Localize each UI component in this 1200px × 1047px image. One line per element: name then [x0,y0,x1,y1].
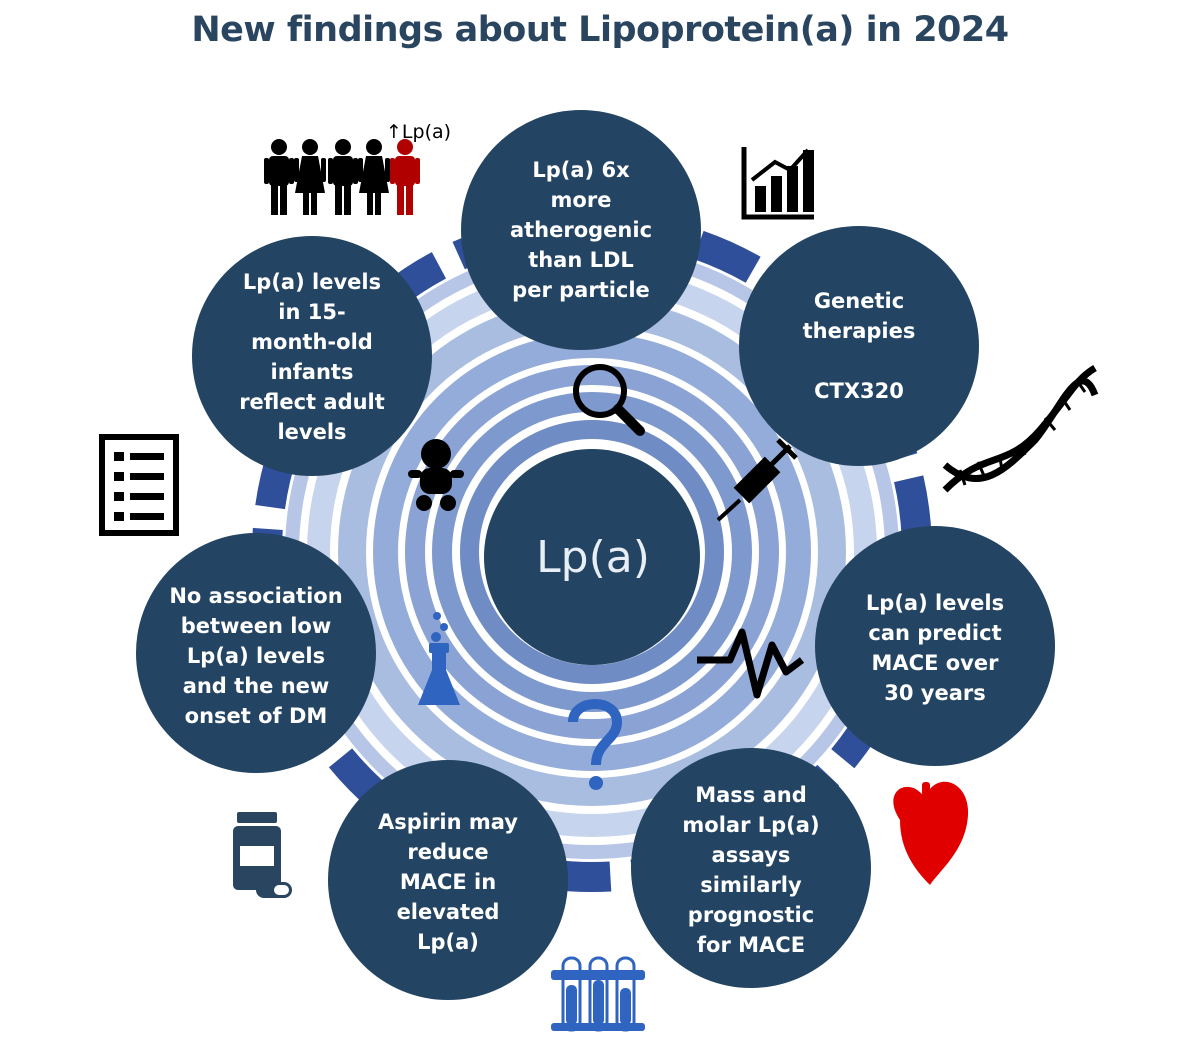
ecg-icon [697,628,805,699]
checklist-icon [99,434,179,536]
dna-icon [942,364,1099,493]
people-icon [264,139,420,215]
finding-circle-atherogenic [461,110,701,350]
finding-circle-infants [192,236,432,476]
center-circle [484,449,700,665]
finding-circle-aspirin [328,760,568,1000]
heart-icon [893,781,969,885]
finding-text-atherogenic: Lp(a) 6x more atherogenic than LDL per p… [509,158,653,302]
elevated-lpa-label: ↑Lp(a) [386,121,452,143]
pill-bottle-icon [233,812,292,898]
test-tubes-icon [551,956,645,1032]
diagram-title: New findings about Lipoprotein(a) in 202… [191,10,1009,50]
baby-icon [408,439,464,511]
question-mark-icon [568,699,623,790]
syringe-icon [716,438,798,522]
magnifier-icon [573,364,645,436]
finding-circle-mass-molar-assays [631,748,871,988]
finding-text-diabetes: No association between low Lp(a) levels … [169,584,343,728]
finding-circle-diabetes [136,533,376,773]
finding-text-genetic-therapies: Genetic therapies CTX320 [802,289,916,403]
finding-text-aspirin: Aspirin may reduce MACE in elevated Lp(a… [378,810,518,954]
finding-text-mass-molar-assays: Mass and molar Lp(a) assays similarly pr… [682,783,820,957]
finding-circle-predict-mace [815,526,1055,766]
center-label: Lp(a) [536,531,650,583]
bar-chart-icon [741,147,814,220]
finding-text-infants: Lp(a) levels in 15- month-old infants re… [239,270,385,444]
finding-text-predict-mace: Lp(a) levels can predict MACE over 30 ye… [865,591,1005,705]
flask-icon [418,612,460,705]
finding-circle-genetic-therapies [739,226,979,466]
